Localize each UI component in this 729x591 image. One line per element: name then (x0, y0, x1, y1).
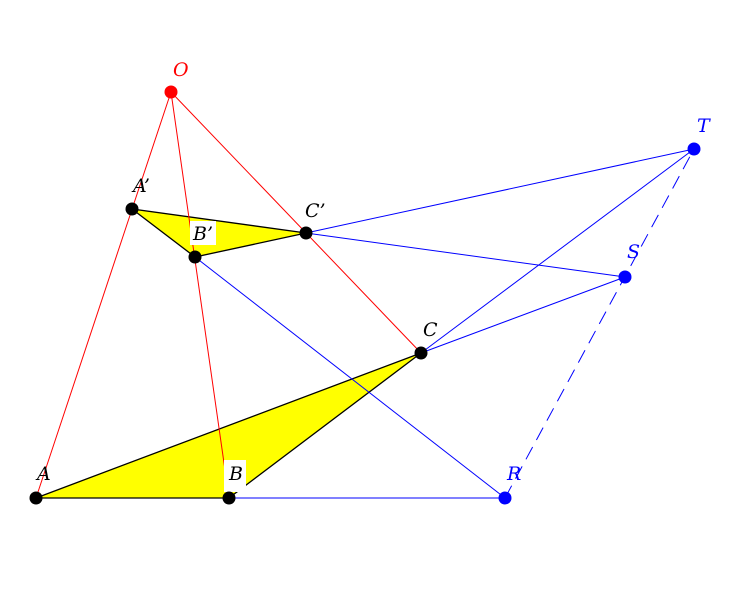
extension-line-c-prime-s (305, 232, 626, 278)
extension-line-c-s (420, 276, 626, 354)
point-b (222, 491, 236, 505)
point-c (414, 346, 428, 360)
label-o: O (173, 59, 189, 81)
point-c-prime (299, 226, 313, 240)
label-r: R (506, 463, 521, 485)
point-a (29, 491, 43, 505)
point-a-prime (125, 202, 139, 216)
label-b: B (228, 463, 243, 485)
point-r (498, 491, 512, 505)
extension-line-c-t (420, 148, 695, 354)
extension-line-b-prime-r (194, 256, 506, 499)
triangle-abc (35, 352, 422, 499)
projection-line-o-b (170, 91, 230, 499)
extension-line-c-prime-t (305, 148, 695, 234)
projection-line-o-a (35, 91, 172, 499)
point-o (164, 85, 178, 99)
label-a: A (35, 463, 51, 485)
label-patch-b-prime (190, 221, 216, 245)
label-b-prime: B’ (192, 223, 213, 245)
label-a-prime: A’ (131, 175, 150, 197)
label-patch-b (224, 460, 246, 492)
point-t (687, 142, 701, 156)
label-c: C (423, 319, 438, 341)
label-t: T (697, 115, 711, 137)
projection-line-o-c (170, 91, 422, 354)
axis-line-r-s-t (504, 148, 695, 499)
point-b-prime (188, 250, 202, 264)
label-s: S (627, 241, 640, 263)
triangle-a-prime-b-prime-c-prime (129, 208, 307, 258)
point-s (618, 270, 632, 284)
label-c-prime: C’ (305, 200, 326, 222)
